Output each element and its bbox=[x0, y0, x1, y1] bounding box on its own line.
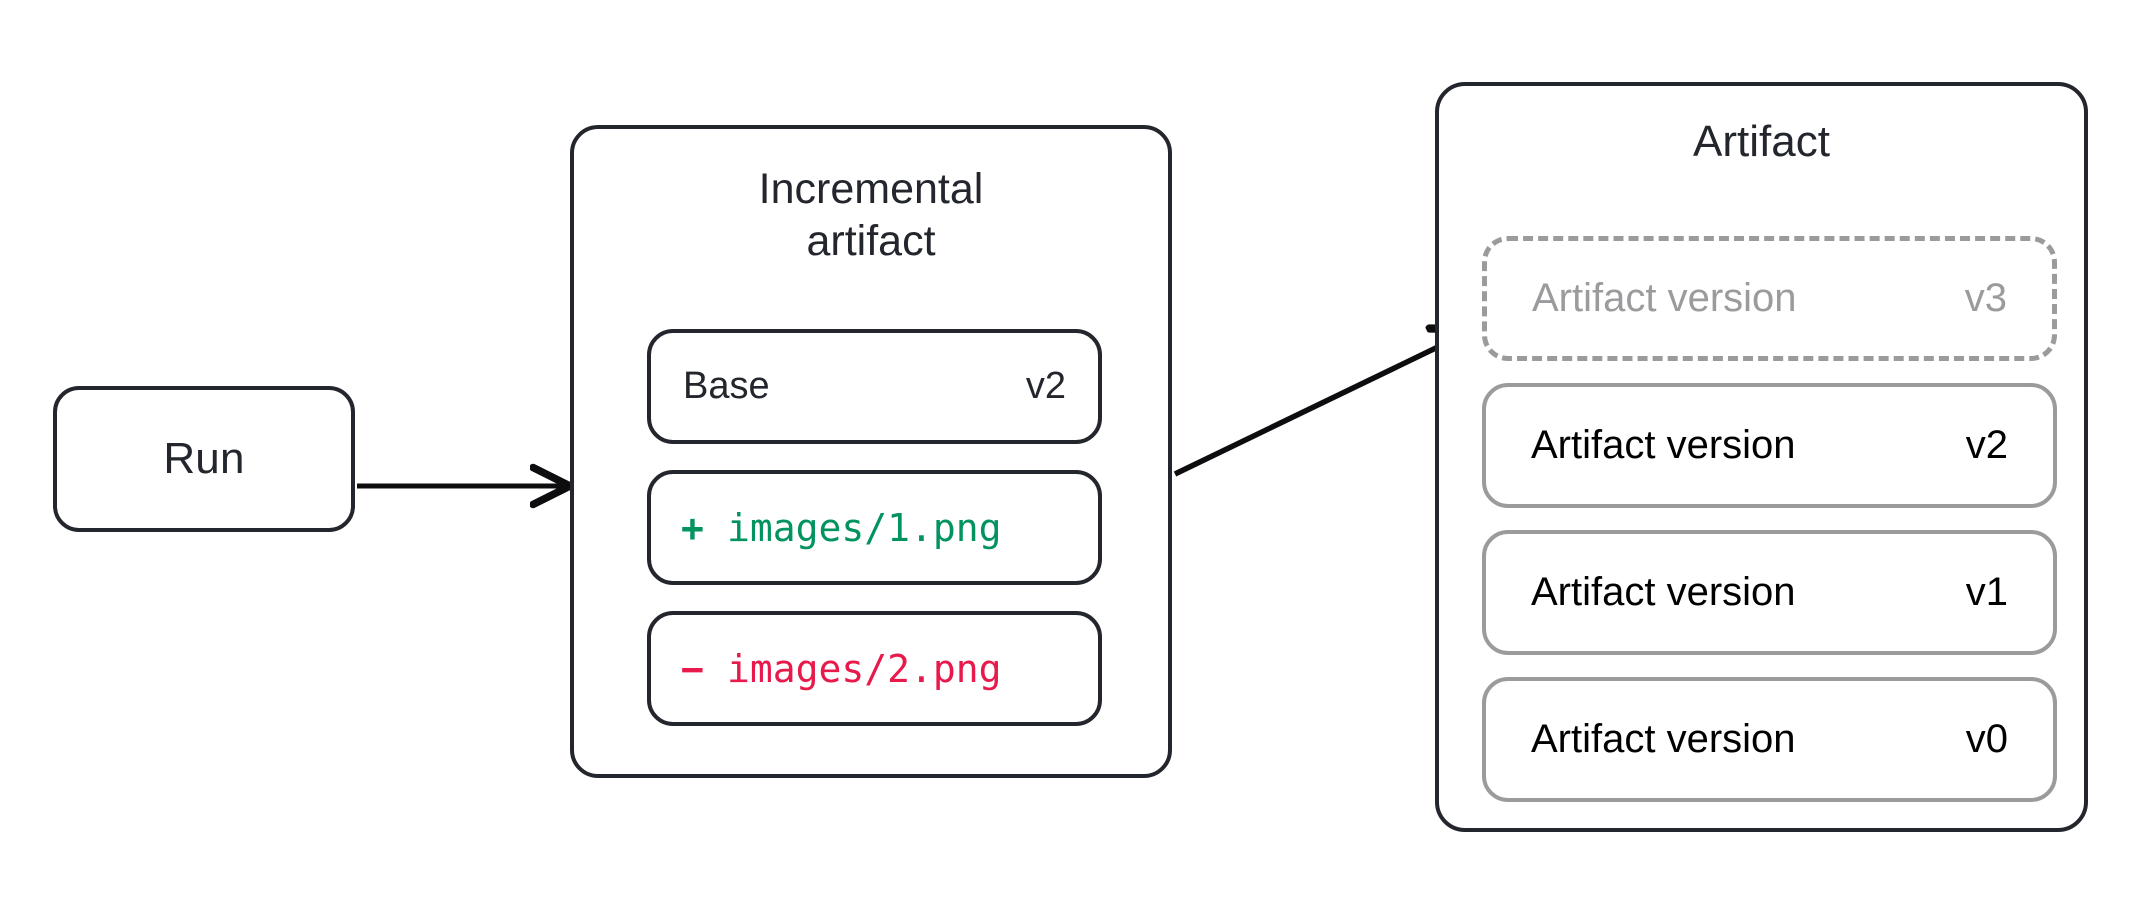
artifact-version-row-v2-value: v2 bbox=[1965, 423, 2008, 467]
minus-icon: − bbox=[681, 646, 704, 691]
artifact-version-row-v3-label: Artifact version bbox=[1532, 276, 1797, 320]
artifact-version-row-v3[interactable]: Artifact version v3 bbox=[1482, 236, 2057, 361]
file-added-row[interactable]: + images/1.png bbox=[647, 470, 1102, 585]
run-node[interactable]: Run bbox=[53, 386, 355, 532]
artifact-version-row-v0-value: v0 bbox=[1965, 717, 2008, 761]
file-removed-row[interactable]: − images/2.png bbox=[647, 611, 1102, 726]
plus-icon: + bbox=[681, 505, 704, 550]
artifact-version-row-v2-label: Artifact version bbox=[1531, 423, 1796, 467]
artifact-version-row-v1-value: v1 bbox=[1965, 570, 2008, 614]
artifact-version-list: Artifact version v3 Artifact version v2 … bbox=[1482, 236, 2057, 824]
incremental-artifact-group[interactable]: Incremental artifact Base v2 + images/1.… bbox=[570, 125, 1172, 778]
artifact-version-row-v0-label: Artifact version bbox=[1531, 717, 1796, 761]
arrow-incremental-to-artifact bbox=[1173, 331, 1471, 477]
file-removed-path: images/2.png bbox=[727, 646, 1002, 691]
incremental-artifact-rows: Base v2 + images/1.png − images/2.png bbox=[647, 329, 1102, 752]
base-row[interactable]: Base v2 bbox=[647, 329, 1102, 444]
artifact-version-row-v2[interactable]: Artifact version v2 bbox=[1482, 383, 2057, 508]
base-row-label: Base bbox=[683, 365, 770, 407]
artifact-group[interactable]: Artifact Artifact version v3 Artifact ve… bbox=[1435, 82, 2088, 832]
incremental-artifact-title: Incremental artifact bbox=[758, 165, 984, 265]
run-node-label: Run bbox=[163, 434, 245, 483]
artifact-version-row-v1[interactable]: Artifact version v1 bbox=[1482, 530, 2057, 655]
file-added-path: images/1.png bbox=[727, 505, 1002, 550]
artifact-version-row-v0[interactable]: Artifact version v0 bbox=[1482, 677, 2057, 802]
base-row-version: v2 bbox=[1025, 365, 1066, 407]
artifact-version-row-v3-value: v3 bbox=[1964, 276, 2007, 320]
artifact-title: Artifact bbox=[1693, 117, 1830, 166]
artifact-version-row-v1-label: Artifact version bbox=[1531, 570, 1796, 614]
